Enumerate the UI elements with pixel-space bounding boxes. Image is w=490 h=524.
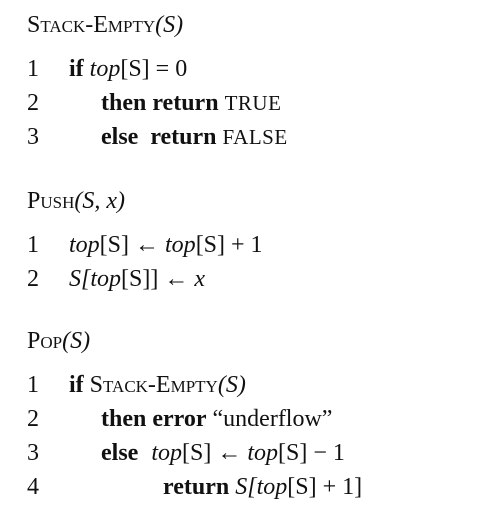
- line-number: 1: [27, 56, 39, 82]
- procedure-params: (S): [155, 12, 184, 38]
- line-number: 1: [27, 372, 39, 398]
- expression: [S] + 1]: [287, 474, 363, 500]
- line-number: 1: [27, 232, 39, 258]
- line-number: 4: [27, 474, 39, 500]
- keyword-return: return: [163, 474, 230, 500]
- constant-true: TRUE: [224, 91, 282, 115]
- procedure-title-pop: Pop(S): [27, 326, 90, 356]
- expression: [S] + 1: [195, 232, 263, 258]
- line-number: 2: [27, 406, 39, 432]
- line-number: 3: [27, 440, 39, 466]
- code-line: 2 then error “underflow”: [27, 402, 332, 436]
- identifier-top: top: [69, 232, 100, 258]
- line-number: 2: [27, 266, 39, 292]
- identifier-top: top: [165, 232, 196, 258]
- keyword-else: else: [101, 440, 139, 466]
- identifier-s: S[: [235, 474, 257, 500]
- line-number: 2: [27, 90, 39, 116]
- constant-false: FALSE: [222, 125, 288, 149]
- expression: [S] = 0: [120, 56, 188, 82]
- identifier-x: x: [194, 266, 205, 292]
- pop-procedure: Pop(S) 1 if Stack-Empty(S) 2 then error …: [27, 326, 362, 504]
- keyword-else-return: else return: [101, 124, 217, 150]
- code-line: 4 return S[top[S] + 1]: [27, 470, 362, 504]
- keyword-then-error: then error: [101, 406, 207, 432]
- procedure-name: Pop: [27, 328, 63, 354]
- stack-empty-procedure: Stack-Empty(S) 1 if top[S] = 0 2 then re…: [27, 10, 287, 154]
- procedure-params: (S, x): [74, 188, 125, 214]
- code-line: 1 top[S] ← top[S] + 1: [27, 228, 263, 262]
- procedure-title-push: Push(S, x): [27, 186, 125, 216]
- expression: [S] ←: [99, 232, 166, 258]
- keyword-then-return: then return: [101, 90, 219, 116]
- keyword-if: if: [69, 56, 84, 82]
- procedure-name: Stack-Empty: [27, 12, 156, 38]
- procedure-title-stack-empty: Stack-Empty(S): [27, 10, 183, 40]
- code-line: 3 else return FALSE: [27, 120, 287, 154]
- procedure-call: Stack-Empty: [89, 372, 218, 398]
- code-line: 1 if top[S] = 0: [27, 52, 187, 86]
- expression: [S] ←: [181, 440, 248, 466]
- expression: [S] − 1: [278, 440, 345, 466]
- identifier-top: top: [89, 56, 121, 82]
- procedure-name: Push: [27, 188, 75, 214]
- identifier-top: top: [247, 440, 278, 466]
- code-line: 2 then return TRUE: [27, 86, 281, 120]
- push-procedure: Push(S, x) 1 top[S] ← top[S] + 1 2 S[top…: [27, 186, 263, 296]
- identifier-top: top: [90, 266, 122, 292]
- identifier-s: S[: [69, 266, 91, 292]
- procedure-params: (S): [62, 328, 91, 354]
- code-line: 1 if Stack-Empty(S): [27, 368, 246, 402]
- identifier-top: top: [256, 474, 288, 500]
- call-args: (S): [217, 372, 246, 398]
- keyword-if: if: [69, 372, 84, 398]
- code-line: 3 else top[S] ← top[S] − 1: [27, 436, 345, 470]
- line-number: 3: [27, 124, 39, 150]
- code-line: 2 S[top[S]] ← x: [27, 262, 205, 296]
- identifier-top: top: [151, 440, 182, 466]
- error-string: “underflow”: [212, 406, 333, 432]
- expression: [S]] ←: [121, 266, 195, 292]
